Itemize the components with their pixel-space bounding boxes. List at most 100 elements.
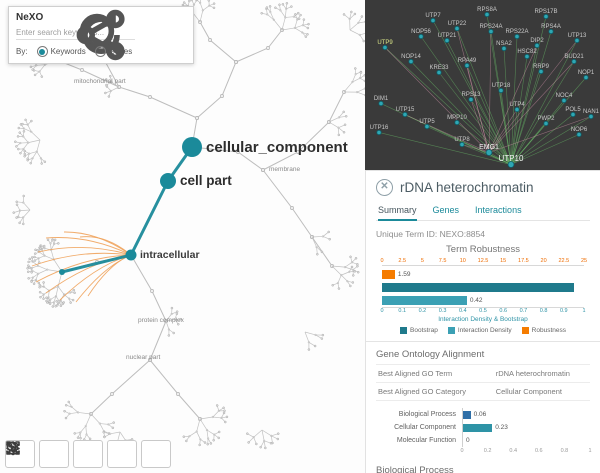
gene-node[interactable] xyxy=(459,141,465,148)
gene-node[interactable] xyxy=(534,42,540,49)
ontology-tree-panel[interactable]: cellular_component cell part intracellul… xyxy=(0,0,365,473)
tree-branch-label-mitochondrial-part[interactable]: mitochondrial part xyxy=(74,78,126,85)
gene-node-label[interactable]: UTP16 xyxy=(370,125,389,131)
gene-node[interactable] xyxy=(464,62,470,69)
gene-node-label[interactable]: NOP14 xyxy=(401,54,421,60)
gene-node[interactable] xyxy=(498,87,504,94)
radio-label[interactable]: Keywords xyxy=(50,47,86,56)
radio-genes[interactable] xyxy=(94,46,106,57)
gene-node[interactable] xyxy=(561,97,567,104)
gene-node[interactable] xyxy=(548,28,554,35)
gene-node-label[interactable]: UTP8 xyxy=(454,137,470,143)
gene-node-label[interactable]: RPA49 xyxy=(458,58,477,64)
gene-node[interactable] xyxy=(571,58,577,65)
gene-node[interactable] xyxy=(514,33,520,40)
gene-node[interactable] xyxy=(501,45,507,52)
tree-node-label-cell-part[interactable]: cell part xyxy=(180,173,232,188)
gene-node-label[interactable]: UTP4 xyxy=(509,102,525,108)
gene-node-label[interactable]: NSA2 xyxy=(496,41,512,47)
gene-node[interactable] xyxy=(543,13,549,20)
gene-node-label[interactable]: BUD21 xyxy=(564,54,584,60)
tree-term-node[interactable] xyxy=(125,249,137,261)
tree-term-node[interactable] xyxy=(182,137,202,157)
fit-to-screen-button[interactable] xyxy=(6,440,103,468)
gene-node-label[interactable]: RRP9 xyxy=(533,64,550,70)
ontology-tree-canvas[interactable] xyxy=(0,0,365,473)
gene-node[interactable] xyxy=(538,68,544,75)
gene-node-label[interactable]: UTP22 xyxy=(448,21,467,27)
tree-branch-label-protein-complex[interactable]: protein complex xyxy=(138,317,184,324)
search-input[interactable] xyxy=(16,26,135,40)
gene-node[interactable] xyxy=(376,129,382,136)
zoom-out-button[interactable] xyxy=(6,440,69,468)
gene-node[interactable] xyxy=(382,44,388,51)
gene-node-label[interactable]: UTP10 xyxy=(499,154,524,163)
gene-node[interactable] xyxy=(454,25,460,32)
gene-node[interactable] xyxy=(402,111,408,118)
gene-node-label[interactable]: NOC4 xyxy=(556,93,573,99)
gene-node[interactable] xyxy=(574,37,580,44)
gene-node-label[interactable]: UTP21 xyxy=(438,33,457,39)
gene-node-label[interactable]: UTP18 xyxy=(492,83,511,89)
gene-node-label[interactable]: NOP1 xyxy=(578,70,595,76)
gene-node[interactable] xyxy=(576,131,582,138)
gene-node[interactable] xyxy=(514,106,520,113)
gene-node-label[interactable]: EMG1 xyxy=(479,144,499,151)
tree-term-node[interactable] xyxy=(59,269,65,275)
gene-node-label[interactable]: DIM1 xyxy=(374,96,389,102)
gene-node-label[interactable]: PWP2 xyxy=(537,116,555,122)
share-icon[interactable] xyxy=(76,9,186,61)
tab-interactions[interactable]: Interactions xyxy=(475,205,522,215)
gene-node[interactable] xyxy=(488,28,494,35)
tree-node-label-cellular-component[interactable]: cellular_component xyxy=(206,139,348,156)
gene-node[interactable] xyxy=(378,100,384,107)
gene-node[interactable] xyxy=(454,119,460,126)
gene-node[interactable] xyxy=(408,58,414,65)
tree-branch-label-nuclear-part[interactable]: nuclear part xyxy=(126,354,161,361)
gene-node-label[interactable]: NAN1 xyxy=(583,109,600,115)
tree-branch-label-membrane[interactable]: membrane xyxy=(269,166,301,173)
gene-node[interactable] xyxy=(588,113,594,120)
radio-keywords[interactable] xyxy=(36,46,48,57)
gene-node[interactable] xyxy=(524,53,530,60)
gene-node[interactable] xyxy=(484,11,490,18)
gene-node[interactable] xyxy=(436,69,442,76)
gene-node[interactable] xyxy=(583,74,589,81)
close-term-button[interactable]: ✕ xyxy=(376,179,393,196)
gene-node-label[interactable]: KRE33 xyxy=(429,65,449,71)
gene-node-label[interactable]: UTP9 xyxy=(377,40,393,46)
gene-node-label[interactable]: NOP56 xyxy=(411,29,431,35)
gene-node-label[interactable]: HSC82 xyxy=(517,49,537,55)
layers-button[interactable] xyxy=(6,440,171,468)
gene-node[interactable] xyxy=(570,111,576,118)
gene-node-label[interactable]: UTP13 xyxy=(568,33,587,39)
gene-node-label[interactable]: NOP6 xyxy=(571,127,588,133)
gene-node-label[interactable]: POL5 xyxy=(565,107,581,113)
gene-node-label[interactable]: RPS4A xyxy=(541,24,561,30)
gene-node-label[interactable]: MPP10 xyxy=(447,115,467,121)
gene-node[interactable] xyxy=(430,17,436,24)
gene-node-label[interactable]: RPS22A xyxy=(505,29,528,35)
gene-node[interactable] xyxy=(444,37,450,44)
gene-node-label[interactable]: RPS13 xyxy=(461,92,481,98)
gene-node[interactable] xyxy=(424,123,430,130)
gene-node[interactable] xyxy=(507,161,515,168)
gene-node-label[interactable]: RPS8A xyxy=(477,7,497,13)
gene-node[interactable] xyxy=(418,33,424,40)
gene-node-label[interactable]: UTP15 xyxy=(396,107,415,113)
gene-node-label[interactable]: DIP2 xyxy=(530,38,544,44)
tab-summary[interactable]: Summary xyxy=(378,205,417,221)
gene-node[interactable] xyxy=(543,120,549,127)
gene-node-label[interactable]: UTP5 xyxy=(419,119,435,125)
gene-node-label[interactable]: RPS17B xyxy=(534,9,557,15)
gene-node[interactable] xyxy=(485,149,493,156)
tab-genes[interactable]: Genes xyxy=(432,205,460,215)
gene-node-label[interactable]: RPS24A xyxy=(479,24,502,30)
tree-term-node[interactable] xyxy=(160,173,176,189)
tree-node-label-intracellular[interactable]: intracellular xyxy=(140,249,200,261)
gene-node[interactable] xyxy=(468,96,474,103)
collapse-button[interactable] xyxy=(7,440,137,468)
gene-node-label[interactable]: UTP7 xyxy=(425,13,441,19)
